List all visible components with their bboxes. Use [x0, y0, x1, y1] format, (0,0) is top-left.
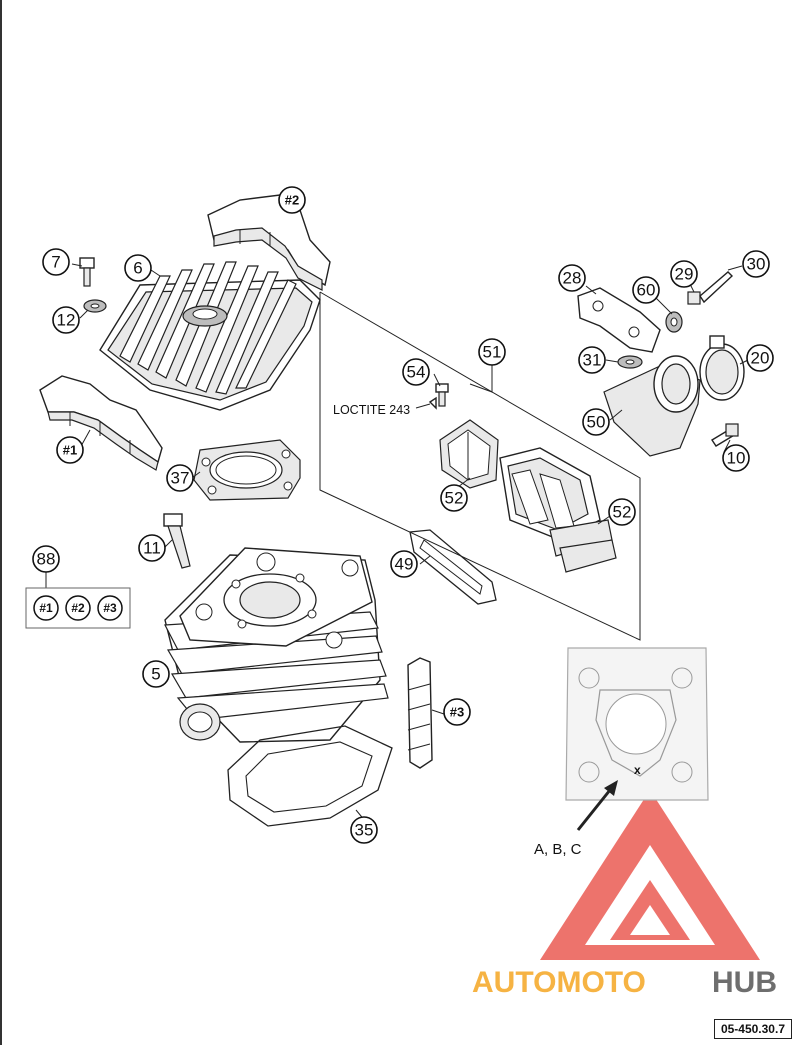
- svg-text:52: 52: [613, 503, 632, 522]
- callout-54: 54: [402, 358, 430, 386]
- shroud-1: [39, 375, 163, 471]
- svg-text:20: 20: [751, 349, 770, 368]
- callout-10: 10: [722, 444, 750, 472]
- callout-88: 88: [32, 545, 60, 573]
- callout-29: 29: [670, 260, 698, 288]
- kit-item-2: #2: [65, 595, 91, 621]
- svg-text:AUTOMOTO: AUTOMOTO: [472, 966, 646, 999]
- watermark-logo: [540, 790, 760, 960]
- detail-label: A, B, C: [534, 841, 582, 858]
- detail-view: [565, 647, 709, 831]
- svg-text:50: 50: [587, 413, 606, 432]
- reed-screw: [428, 383, 449, 410]
- page-border: [0, 0, 2, 1045]
- callout-30: 30: [742, 250, 770, 278]
- svg-text:5: 5: [151, 665, 160, 684]
- intake-bracket: [577, 287, 661, 353]
- callout-6: 6: [124, 254, 152, 282]
- intake-washer: [617, 355, 643, 369]
- callout-2: #2: [278, 186, 306, 214]
- reed-block: [499, 447, 601, 541]
- kit-88-box: #1 #2 #3: [25, 587, 131, 629]
- svg-text:52: 52: [445, 489, 464, 508]
- callout-7: 7: [42, 248, 70, 276]
- detail-mark: x: [634, 763, 641, 777]
- svg-text:11: 11: [143, 539, 161, 558]
- callout-1: #1: [56, 436, 84, 464]
- callout-37: 37: [166, 464, 194, 492]
- flange-bolt: [711, 423, 739, 447]
- svg-text:#3: #3: [103, 601, 117, 615]
- intake-flange: [603, 355, 701, 457]
- callout-20: 20: [746, 344, 774, 372]
- cylinder-bolt: [163, 513, 191, 569]
- svg-text:6: 6: [133, 259, 142, 278]
- cylinder-head: [99, 261, 321, 411]
- svg-text:#1: #1: [39, 601, 53, 615]
- svg-text:37: 37: [171, 469, 190, 488]
- base-gasket: [227, 725, 393, 827]
- callout-28: 28: [558, 264, 586, 292]
- svg-text:60: 60: [637, 281, 656, 300]
- svg-text:HUB: HUB: [712, 966, 777, 999]
- callout-35: 35: [350, 816, 378, 844]
- reed-petals-right: [549, 519, 617, 573]
- head-bolt: [79, 257, 95, 287]
- svg-text:30: 30: [747, 255, 766, 274]
- svg-text:51: 51: [483, 343, 502, 362]
- drawing-reference-code: 05-450.30.7: [713, 1019, 792, 1039]
- reed-gasket: [409, 529, 497, 605]
- callout-51: 51: [478, 338, 506, 366]
- loctite-label: LOCTITE 243: [333, 403, 410, 417]
- callout-31: 31: [578, 346, 606, 374]
- cylinder: [164, 547, 389, 743]
- svg-text:35: 35: [355, 821, 374, 840]
- callout-50: 50: [582, 408, 610, 436]
- svg-text:#3: #3: [450, 705, 464, 720]
- callout-5: 5: [142, 660, 170, 688]
- reed-valve-group-frame: [319, 291, 641, 641]
- callout-3: #3: [443, 698, 471, 726]
- shroud-3: [407, 657, 433, 769]
- reed-petals-left: [439, 419, 499, 489]
- svg-text:28: 28: [563, 269, 582, 288]
- callout-12: 12: [52, 306, 80, 334]
- svg-text:54: 54: [407, 363, 426, 382]
- svg-text:10: 10: [727, 449, 746, 468]
- kit-item-1: #1: [33, 595, 59, 621]
- washer: [83, 299, 107, 313]
- hose-clamp: [699, 335, 745, 401]
- svg-text:31: 31: [583, 351, 602, 370]
- head-gasket: [193, 439, 301, 501]
- callout-11: 11: [138, 534, 166, 562]
- svg-text:12: 12: [57, 311, 76, 330]
- callout-52-left: 52: [440, 484, 468, 512]
- svg-text:#2: #2: [285, 193, 299, 208]
- svg-text:7: 7: [51, 253, 60, 272]
- watermark-text: AUTOMOTO HUB: [472, 966, 777, 999]
- svg-text:49: 49: [395, 555, 414, 574]
- svg-text:29: 29: [675, 265, 694, 284]
- callout-52-right: 52: [608, 498, 636, 526]
- svg-text:88: 88: [37, 550, 56, 569]
- kit-item-3: #3: [97, 595, 123, 621]
- intake-spacer: [665, 311, 683, 333]
- callout-60: 60: [632, 276, 660, 304]
- svg-text:#2: #2: [71, 601, 85, 615]
- svg-text:#1: #1: [63, 443, 77, 458]
- callout-49: 49: [390, 550, 418, 578]
